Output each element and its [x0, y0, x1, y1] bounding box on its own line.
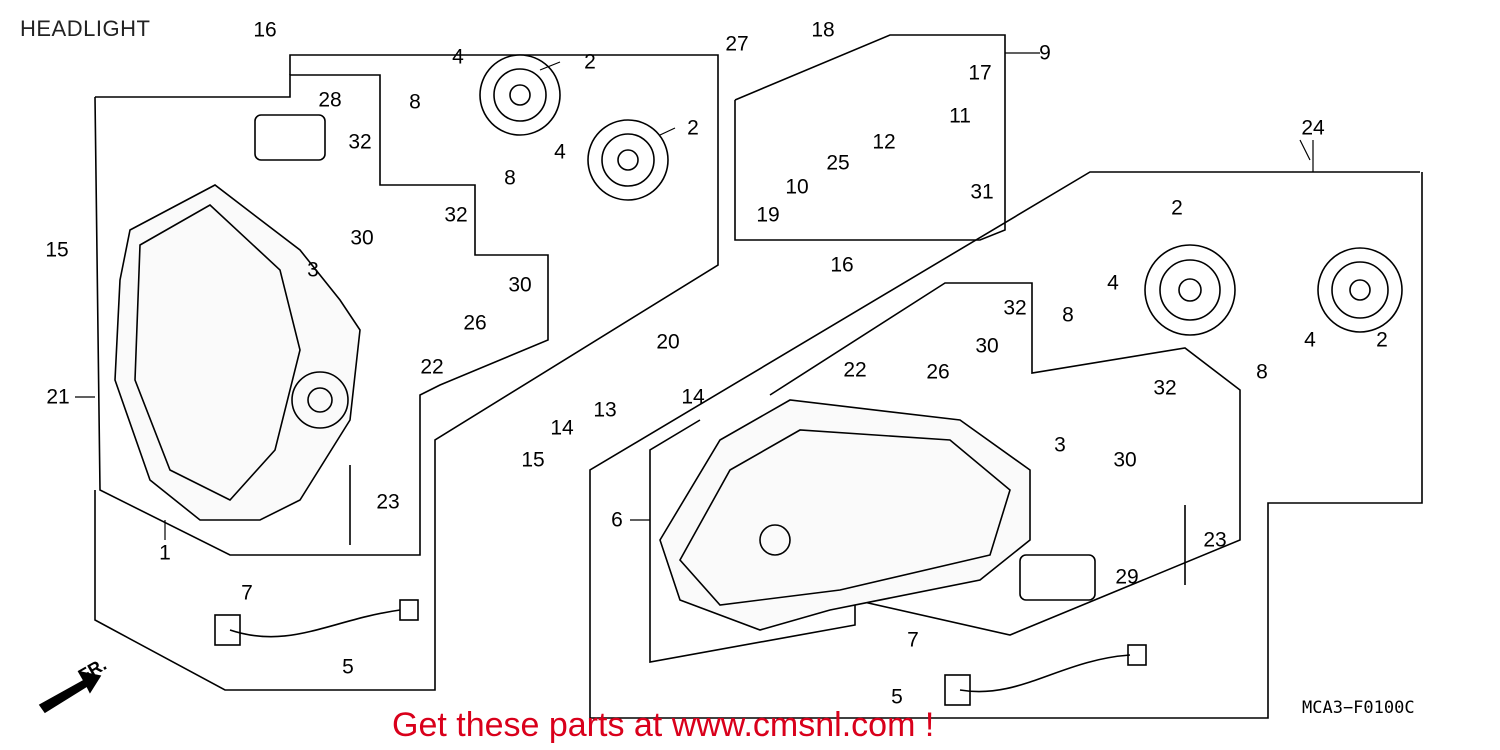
callout: 2	[584, 50, 596, 74]
callout: 22	[843, 358, 867, 382]
callout: 15	[45, 238, 69, 262]
callout: 8	[1256, 360, 1268, 384]
diagram-code: MCA3−F0100C	[1302, 698, 1415, 718]
callout: 15	[521, 448, 545, 472]
frame-left-assembly	[94, 74, 549, 556]
callout: 19	[756, 203, 780, 227]
callout: 30	[350, 226, 374, 250]
callout: 32	[348, 130, 372, 154]
callout: 27	[725, 32, 749, 56]
frame-bracket-set	[734, 34, 1006, 241]
callout: 32	[444, 203, 468, 227]
callout: 23	[1203, 528, 1227, 552]
callout: 2	[687, 116, 699, 140]
callout: 20	[656, 330, 680, 354]
callout: 21	[46, 385, 70, 409]
callout: 5	[891, 685, 903, 709]
frame-left-outer	[94, 54, 719, 691]
cover-3	[1144, 244, 1236, 336]
callout: 4	[554, 140, 566, 164]
callout: 30	[1113, 448, 1137, 472]
callout: 23	[376, 490, 400, 514]
callout: 18	[811, 18, 835, 42]
callout: 4	[1304, 328, 1316, 352]
callout: 3	[307, 258, 319, 282]
callout: 16	[830, 253, 854, 277]
callout: 22	[420, 355, 444, 379]
cover-2	[587, 119, 669, 201]
callout: 26	[926, 360, 950, 384]
callout: 24	[1301, 116, 1325, 140]
callout: 11	[949, 104, 971, 128]
callout: 28	[318, 88, 342, 112]
callout: 12	[872, 130, 896, 154]
callout: 32	[1153, 376, 1177, 400]
callout: 3	[1054, 433, 1066, 457]
callout: 10	[785, 175, 809, 199]
motor-28	[254, 114, 326, 161]
callout: 2	[1376, 328, 1388, 352]
callout: 26	[463, 311, 487, 335]
callout: 32	[1003, 296, 1027, 320]
callout: 30	[508, 273, 532, 297]
left-headlight-housing	[114, 184, 361, 521]
motor-29	[1019, 554, 1096, 601]
callout: 16	[253, 18, 277, 42]
callout: 1	[159, 541, 171, 565]
frame-right-inner	[649, 282, 1241, 663]
callout: 4	[452, 45, 464, 69]
right-headlight-housing	[659, 399, 1031, 631]
front-arrow	[38, 670, 102, 714]
callout: 14	[550, 416, 574, 440]
callout: 17	[968, 61, 992, 85]
cover-1	[479, 54, 561, 136]
harness-right	[959, 654, 1131, 693]
diagram-title: HEADLIGHT	[20, 16, 151, 41]
callout: 9	[1039, 41, 1051, 65]
callout: 7	[241, 581, 253, 605]
callout: 5	[342, 655, 354, 679]
callout: 30	[975, 334, 999, 358]
promo-link[interactable]: Get these parts at www.cmsnl.com !	[392, 706, 935, 744]
callout: 8	[504, 166, 516, 190]
callout: 6	[611, 508, 623, 532]
callout: 14	[681, 385, 705, 409]
callout: 13	[593, 398, 617, 422]
callout: 8	[409, 90, 421, 114]
harness-left	[229, 609, 401, 638]
callout: 8	[1062, 303, 1074, 327]
callout: 4	[1107, 271, 1119, 295]
callout: 31	[970, 180, 994, 204]
frame-right-assembly	[589, 171, 1423, 719]
callout: 7	[907, 628, 919, 652]
callout: 2	[1171, 196, 1183, 220]
callout: 25	[826, 151, 850, 175]
callout: 29	[1115, 565, 1139, 589]
cover-4	[1317, 247, 1403, 333]
